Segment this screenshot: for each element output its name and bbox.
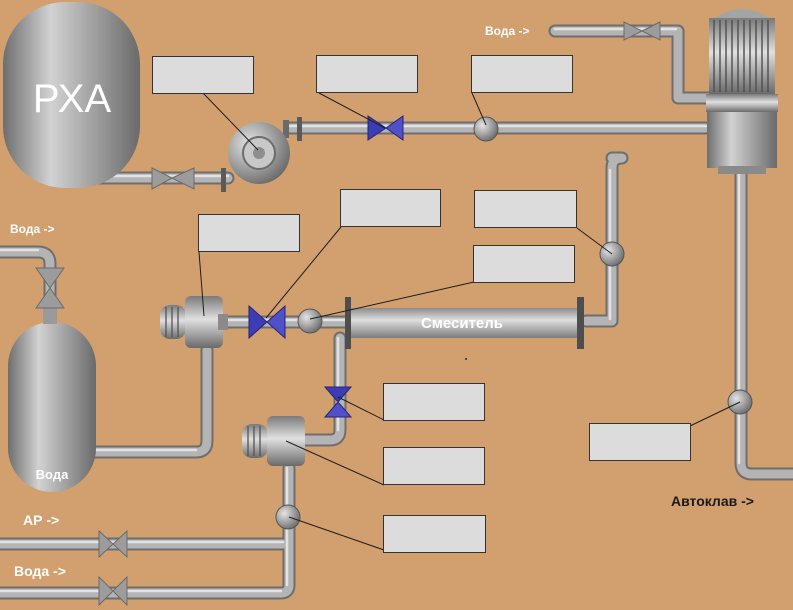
manual-valve-water-bottom[interactable]: [98, 575, 128, 607]
leader-lines: [198, 92, 741, 551]
manual-valve-ar[interactable]: [98, 529, 128, 559]
water-bottom-label: Вода ->: [14, 563, 66, 579]
control-valve-vertical[interactable]: [323, 386, 353, 418]
water-left-label: Вода ->: [10, 222, 54, 236]
readout-sensor-top[interactable]: [471, 55, 573, 93]
center-dot: [465, 358, 467, 360]
readout-bottom-sensor[interactable]: [383, 515, 486, 553]
readout-rha-pump[interactable]: [152, 56, 254, 94]
water-tank-neck: [43, 304, 57, 324]
rha-label: РХА: [33, 77, 112, 121]
readout-motor[interactable]: [198, 214, 300, 252]
readout-control-valve-top[interactable]: [316, 55, 418, 93]
manual-valve-water-left[interactable]: [35, 267, 65, 309]
manual-valve-rha[interactable]: [151, 167, 195, 190]
readout-lower-motor[interactable]: [383, 447, 485, 485]
water-top-label: Вода ->: [485, 24, 529, 38]
autoclave: [706, 9, 778, 174]
ar-inlet-label: АР ->: [23, 512, 59, 528]
manual-valve-top[interactable]: [623, 21, 661, 41]
mixer-vessel: [345, 297, 584, 349]
autoclave-label: Автоклав ->: [671, 493, 754, 509]
lower-motor[interactable]: [242, 416, 305, 466]
sensor-ball-pump-line[interactable]: [473, 116, 499, 142]
readout-return-sensor[interactable]: [474, 190, 577, 228]
water-tank-label: Вода: [36, 467, 69, 482]
control-valve-pump-line[interactable]: [367, 115, 404, 141]
readout-control-valve-mixer[interactable]: [340, 189, 441, 227]
readout-vertical-valve[interactable]: [383, 383, 485, 421]
water-tank: [8, 322, 96, 492]
mixer-feed-motor[interactable]: [160, 296, 228, 348]
readout-mixer-inlet-sensor[interactable]: [473, 245, 575, 283]
sensor-ball-mixer-inlet[interactable]: [297, 308, 323, 334]
sensor-ball-bottom[interactable]: [275, 504, 301, 530]
mixer-label: Смеситель: [421, 315, 503, 332]
centrifugal-pump[interactable]: [221, 117, 302, 192]
rha-tank: [3, 2, 140, 188]
control-valve-mixer-line[interactable]: [248, 304, 286, 340]
readout-autoclave-sensor[interactable]: [589, 423, 691, 461]
